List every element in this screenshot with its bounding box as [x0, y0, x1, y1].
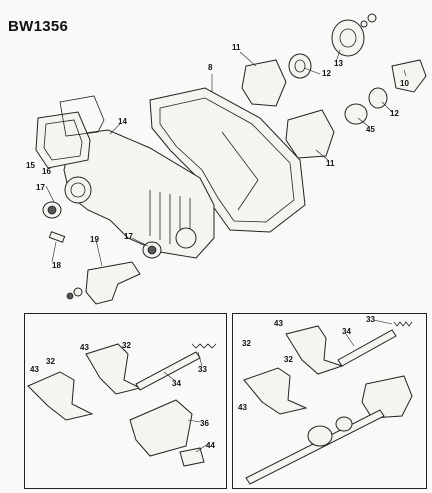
seal-12-lower [368, 87, 388, 109]
callout-11-top: 11 [232, 43, 241, 52]
cover-plate-inner [43, 119, 83, 161]
callout-44: 44 [206, 441, 215, 450]
callout-19: 19 [90, 235, 99, 244]
callout-13: 13 [334, 59, 343, 68]
callout-17-middle: 17 [124, 232, 133, 241]
rear-case-housing [149, 87, 306, 233]
diagram-title: BW1356 [8, 18, 69, 35]
shift-fork-32-left [27, 371, 94, 421]
shift-fork-32-upper [85, 343, 142, 395]
callout-16: 16 [42, 167, 51, 176]
callout-43-right-a: 43 [274, 319, 283, 328]
callout-17-left: 17 [36, 183, 45, 192]
callout-32-right-b: 32 [284, 355, 293, 364]
extension-housing-11-lower [285, 109, 335, 159]
left-inset-frame [24, 313, 227, 489]
callout-14: 14 [118, 117, 127, 126]
callout-36: 36 [200, 419, 209, 428]
callout-11-lower: 11 [326, 159, 335, 168]
callout-33-left: 33 [198, 365, 207, 374]
rear-case-inner-rim [159, 97, 295, 223]
rear-input-bore [175, 227, 197, 249]
bracket-36 [129, 399, 193, 457]
callout-43-left-b: 43 [80, 343, 89, 352]
rear-case-rib [221, 131, 259, 211]
callout-33-right: 33 [366, 315, 375, 324]
front-output-bore-inner [70, 182, 86, 198]
callout-10: 10 [400, 79, 409, 88]
callout-32-right-a: 32 [242, 339, 251, 348]
shaft-gear [307, 425, 333, 447]
bearing-45 [344, 103, 368, 125]
shift-fork-32-right-upper [285, 325, 344, 375]
actuator-assembly [361, 375, 413, 419]
cover-gasket [59, 95, 105, 137]
spring-33-right [393, 321, 413, 327]
spring-33-left [191, 343, 217, 349]
callout-32-left-b: 32 [122, 341, 131, 350]
callout-12-lower: 12 [390, 109, 399, 118]
callout-34-right: 34 [342, 327, 351, 336]
actuator-44 [179, 447, 205, 467]
sensor-18 [48, 231, 66, 243]
callout-32-left-a: 32 [46, 357, 55, 366]
yoke-10 [391, 59, 427, 93]
extension-housing-11-top [241, 59, 287, 107]
callout-15: 15 [26, 161, 35, 170]
callout-12-top: 12 [322, 69, 331, 78]
callout-34-left: 34 [172, 379, 181, 388]
callout-43-right-b: 43 [238, 403, 247, 412]
callout-8: 8 [208, 63, 213, 72]
yoke-19 [85, 261, 141, 305]
front-output-bore [64, 176, 92, 204]
callout-45: 45 [366, 125, 375, 134]
callout-43-left-a: 43 [30, 365, 39, 374]
callout-18: 18 [52, 261, 61, 270]
seal-12-top [288, 53, 312, 79]
shift-fork-32-right-lower [243, 367, 308, 415]
flange-13 [331, 19, 365, 57]
right-inset-frame [232, 313, 427, 489]
front-case-ribs [149, 190, 191, 248]
shift-rail-34-right [337, 329, 397, 367]
